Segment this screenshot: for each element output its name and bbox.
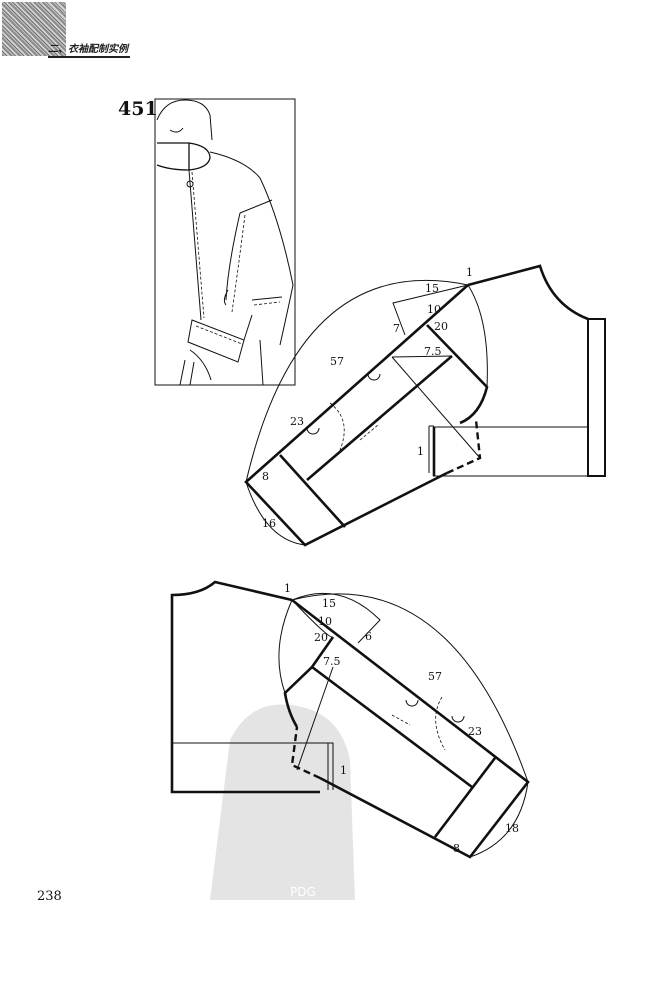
- label-bottom-f: 23: [468, 725, 482, 738]
- label-top-shoulder-offset: 1: [466, 266, 473, 279]
- label-bottom-sleeve-length: 57: [428, 670, 442, 683]
- label-top-c: 20: [434, 320, 448, 333]
- label-top-cuff-offset: 1: [417, 445, 424, 458]
- label-top-sleeve-length: 57: [330, 355, 344, 368]
- label-top-f: 23: [290, 415, 304, 428]
- watermark-seal: PDG: [210, 704, 355, 900]
- header-decoration: [2, 2, 66, 56]
- label-top-d: 7: [393, 322, 400, 335]
- label-bottom-shoulder-offset: 1: [284, 582, 291, 595]
- label-top-e: 7.5: [424, 345, 442, 358]
- fashion-illustration: [154, 98, 296, 386]
- label-bottom-a: 15: [322, 597, 336, 610]
- label-top-cuff-width: 16: [262, 517, 276, 530]
- section-title: 二、衣袖配制实例: [48, 40, 130, 58]
- label-bottom-b: 10: [318, 615, 332, 628]
- pattern-diagram-bottom: 1 15 10 20 6 7.5 57 23 8 18 1: [170, 580, 530, 859]
- watermark-text: PDG: [290, 885, 316, 899]
- label-bottom-g: 8: [453, 842, 460, 855]
- label-bottom-e: 7.5: [323, 655, 341, 668]
- label-bottom-cuff-width: 18: [505, 822, 519, 835]
- page-number: 238: [37, 889, 62, 904]
- pattern-diagram-top: 1 15 10 20 7 7.5 57 23 8 16 1: [244, 264, 606, 547]
- label-top-g: 8: [262, 470, 269, 483]
- figure-number: 451: [118, 98, 158, 120]
- label-bottom-cuff-offset: 1: [340, 764, 347, 777]
- label-top-b: 10: [427, 303, 441, 316]
- label-top-a: 15: [425, 282, 439, 295]
- label-bottom-c: 20: [314, 631, 328, 644]
- label-bottom-d: 6: [365, 630, 372, 643]
